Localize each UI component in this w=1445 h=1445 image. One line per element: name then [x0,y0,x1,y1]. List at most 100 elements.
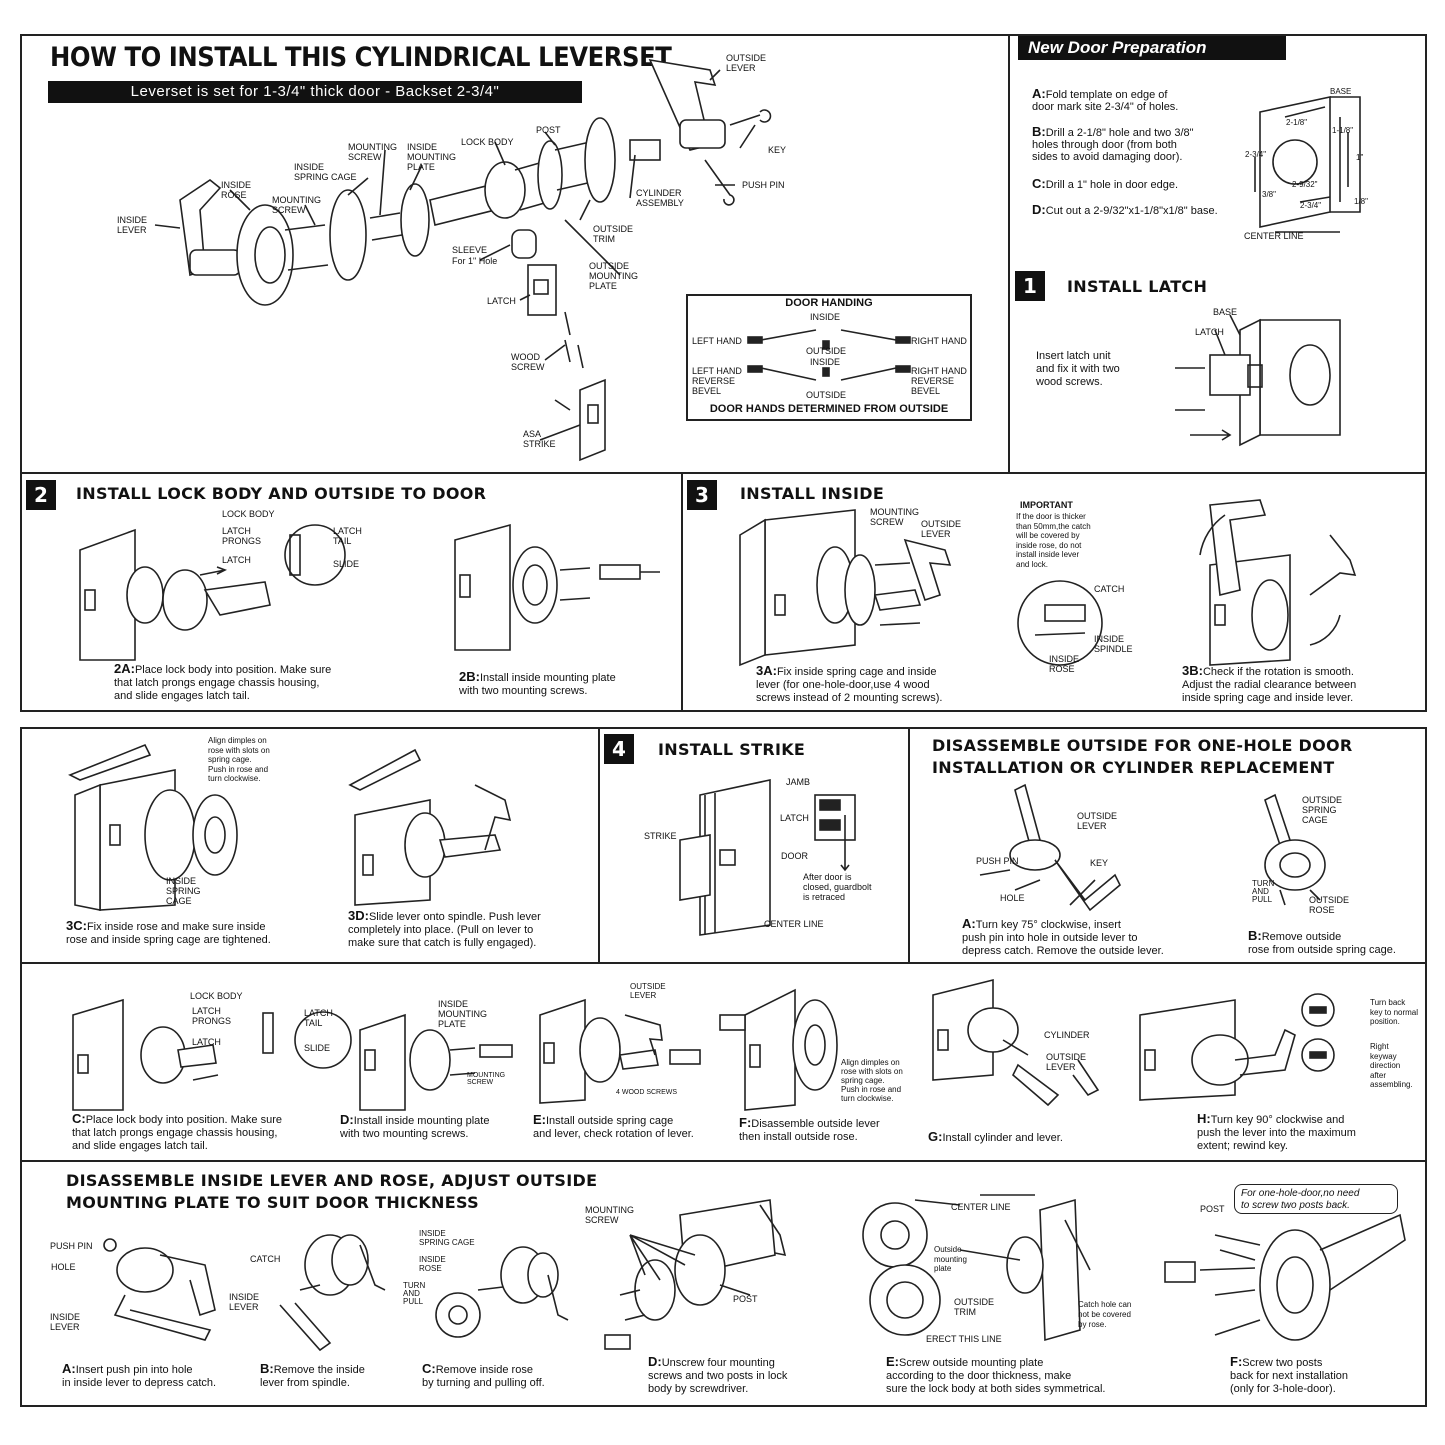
step3a-text: Fix inside spring cage and inside lever … [756,666,943,704]
row-e-drawing [539,998,701,1104]
step2-label-latch-prongs: LATCH PRONGS [222,526,262,546]
label-inside-lever: INSIDE LEVER [117,215,148,235]
step1-number: 1 [1015,271,1045,301]
dis-in-label-catch-note: Catch hole can not be covered by rose. [1078,1300,1132,1329]
step3b-text: Check if the rotation is smooth. Adjust … [1182,666,1357,704]
step2b-text: Install inside mounting plate with two m… [459,672,616,697]
strike-drawing [679,779,856,936]
step3-label-inside-spindle: INSIDE SPINDLE [1094,634,1133,654]
step1-label-base: BASE [1213,307,1238,317]
prep-step-d-letter: D: [1032,202,1046,217]
dis-in-label-hole: HOLE [51,1262,76,1272]
row-d-label-mounting-plate: INSIDE MOUNTING PLATE [438,999,487,1029]
door-handing-outside-mid: OUTSIDE [806,346,847,356]
row-c-letter: C: [72,1111,86,1126]
label-cylinder-assembly: CYLINDER ASSEMBLY [636,188,684,208]
dis-in-c-letter: C: [422,1361,436,1376]
dis-in-label-inside-rose: INSIDE ROSE [419,1255,446,1273]
prep-label-d1: 2-1/8" [1286,118,1308,127]
dis-in-a-caption: A:Insert push pin into hole in inside le… [62,1362,216,1390]
inside-lever-shape [179,179,222,277]
disassemble-outside-b-drawing [1264,793,1326,906]
sleeve-shape [511,229,537,259]
step2a-letter: 2A: [114,661,135,676]
label-sleeve: SLEEVE [452,245,488,255]
row-c-caption: C:Place lock body into position. Make su… [72,1112,282,1153]
door-handing-left-hand: LEFT HAND [692,336,742,346]
push-pin-shape [704,159,735,206]
prep-step-d: D:Cut out a 2-9/32"x1-1/8"x1/8" base. [1032,202,1218,217]
divider-top-horizontal [20,472,1427,474]
prep-label-d4: 1" [1356,153,1364,162]
step4-label-center-line: CENTER LINE [764,919,824,929]
dis-in-d-caption: D:Unscrew four mounting screws and two p… [648,1355,787,1396]
disassemble-inside-title: DISASSEMBLE INSIDE LEVER AND ROSE, ADJUS… [66,1171,598,1212]
door-handing-left-reverse: LEFT HAND REVERSE BEVEL [692,366,742,396]
label-push-pin: PUSH PIN [742,180,785,190]
label-inside-mounting-plate: INSIDE MOUNTING PLATE [407,142,456,172]
dis-in-c-drawing [435,1246,569,1338]
step2-label-latch-tail: LATCH TAIL [333,526,362,546]
step3c-caption: 3C:Fix inside rose and make sure inside … [66,919,271,947]
new-door-prep-title: New Door Preparation [1018,36,1286,60]
key-shape [729,109,772,126]
step3-label-mounting-screw: MOUNTING SCREW [870,507,919,527]
door-handing-right-hand: RIGHT HAND [911,336,967,346]
row-g-letter: G: [928,1129,943,1144]
prep-label-center-line: CENTER LINE [1244,231,1304,241]
dis-out-label-outside-lever: OUTSIDE LEVER [1077,811,1118,831]
door-handing-right-reverse: RIGHT HAND REVERSE BEVEL [911,366,967,396]
prep-label-d2: 1-1/8" [1332,126,1354,135]
door-handing-footer: DOOR HANDS DETERMINED FROM OUTSIDE [709,403,949,415]
dis-in-label-spring-cage: INSIDE SPRING CAGE [419,1229,475,1247]
dis-in-label-catch: CATCH [250,1254,281,1264]
disassemble-outside-title: DISASSEMBLE OUTSIDE FOR ONE-HOLE DOOR IN… [932,736,1353,777]
dis-in-e-text: Screw outside mounting plate according t… [886,1357,1106,1395]
step3-label-outside-lever: OUTSIDE LEVER [921,519,962,539]
step3-important-title: IMPORTANT [1020,500,1073,510]
dis-in-c-caption: C:Remove inside rose by turning and pull… [422,1362,545,1390]
dis-in-f-text: Screw two posts back for next installati… [1230,1357,1349,1395]
divider-row2 [20,1160,1427,1162]
step1-title: INSTALL LATCH [1067,277,1208,296]
row-e-letter: E: [533,1112,546,1127]
dis-in-label-erect-line: ERECT THIS LINE [926,1334,1002,1344]
step2b-letter: 2B: [459,669,480,684]
label-post: POST [536,125,561,135]
row-c-label-lock-body: LOCK BODY [190,991,243,1001]
row-e-text: Install outside spring cage and lever, c… [533,1115,694,1140]
step3d-caption: 3D:Slide lever onto spindle. Push lever … [348,909,541,950]
prep-label-d7: 2-3/4" [1300,201,1322,210]
outside-mounting-plate-shape [537,140,563,210]
row-f-text: Disassemble outside lever then install o… [739,1118,880,1143]
label-mounting-screw-left: MOUNTING SCREW [272,195,321,215]
inside-lever-hub [189,249,241,276]
dis-out-b-text: Remove outside rose from outside spring … [1248,931,1396,956]
step2a-drawing [79,524,346,661]
label-inside-spring-cage: INSIDE SPRING CAGE [294,162,357,182]
dis-out-label-key: KEY [1090,858,1109,868]
dis-in-label-post-f: POST [1200,1204,1225,1214]
bottom-panel [20,727,1427,1407]
step3-number: 3 [687,480,717,510]
prep-label-d6: 3/8" [1262,190,1276,199]
dis-in-a-letter: A: [62,1361,76,1376]
label-outside-trim: OUTSIDE TRIM [593,224,634,244]
step3b-letter: 3B: [1182,663,1203,678]
dis-out-label-push-pin: PUSH PIN [976,856,1019,866]
row-d-drawing [359,1013,513,1111]
latch-install-drawing [1175,314,1341,447]
dis-in-c-text: Remove inside rose by turning and pullin… [422,1364,545,1389]
row-h-turn-back: Turn back key to normal position. [1370,998,1419,1026]
step3-label-inside-rose: INSIDE ROSE [1049,654,1080,674]
inside-mounting-plate-shape [400,183,430,257]
divider-row1 [20,962,1427,964]
dis-out-label-turn-pull: TURN AND PULL [1252,879,1275,904]
prep-step-a-letter: A: [1032,86,1046,101]
dis-in-e-letter: E: [886,1354,899,1369]
divider-top-vertical [1008,34,1010,474]
dis-in-f-drawing [1164,1213,1406,1341]
step4-label-latch: LATCH [780,813,809,823]
keyway-icons [1301,993,1335,1072]
prep-step-b-letter: B: [1032,124,1046,139]
